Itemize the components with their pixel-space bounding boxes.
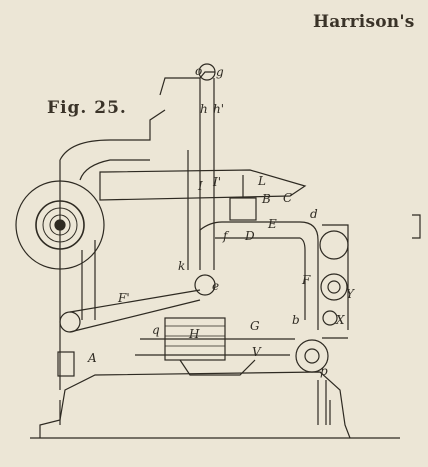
top-bracket [159, 71, 215, 96]
wheel-y-hub [327, 280, 341, 294]
base-frame [39, 371, 351, 439]
label-f-small: f [222, 229, 230, 243]
page-header-title: Harrison's [313, 12, 415, 32]
label-h-prime: h' [213, 102, 224, 116]
label-f: F [301, 273, 311, 287]
flywheel-axle [54, 219, 66, 231]
base-feet [59, 400, 331, 425]
figure-caption: Fig. 25. [47, 98, 127, 118]
label-l: L [257, 174, 266, 188]
label-d: D [244, 229, 255, 243]
label-x: X [335, 313, 345, 327]
gear-lower-right-hub [304, 348, 320, 364]
label-b-small: b [292, 313, 300, 327]
right-wheel-frame [322, 224, 349, 339]
pulley-e [194, 274, 216, 296]
label-p: p [320, 364, 328, 378]
partial-element-right [412, 214, 421, 239]
label-g-cap: G [250, 319, 260, 333]
label-f-prime: F' [117, 291, 130, 305]
pulley-top [198, 63, 216, 81]
label-h-small: h [200, 102, 208, 116]
bobbin-hatch [165, 325, 225, 347]
wheel-x [322, 310, 338, 326]
arch-inner [79, 159, 150, 181]
flywheel-inner-1 [42, 207, 78, 243]
wheel-y [320, 273, 348, 301]
label-c: C [283, 191, 292, 205]
label-e-cap: E [267, 217, 277, 231]
flywheel-hub [35, 200, 85, 250]
upper-mechanism-block [229, 197, 257, 221]
belt-lower [69, 299, 201, 333]
pulley-left [59, 311, 81, 333]
label-y: Y [346, 287, 355, 301]
flywheel-inner-2 [49, 214, 71, 236]
label-i-prime: I' [212, 175, 221, 189]
label-q: q [152, 323, 160, 337]
diagram-labels: A B C D E F F' G H I I' L V X Y b d e f … [87, 64, 355, 378]
label-a: A [87, 351, 97, 365]
label-g-small: g [216, 65, 224, 79]
label-k: k [178, 259, 185, 273]
label-o: o [195, 64, 202, 78]
label-b: B [261, 192, 271, 206]
flywheel-outer [15, 180, 105, 270]
right-arch [199, 221, 319, 330]
label-d-small: d [310, 207, 318, 221]
gear-lower-right [295, 339, 329, 373]
base-bracket [57, 351, 75, 377]
label-v: V [252, 345, 262, 359]
bed-support [179, 359, 256, 376]
column-inner [81, 240, 96, 320]
label-h-cap: H [188, 327, 200, 341]
label-e-small: e [212, 279, 219, 293]
label-i: I [197, 179, 203, 193]
upper-arm [99, 169, 307, 201]
belt-upper [69, 289, 201, 313]
drain-pipe [317, 380, 327, 425]
left-column [59, 109, 166, 390]
wheel-upper-right [319, 230, 349, 260]
